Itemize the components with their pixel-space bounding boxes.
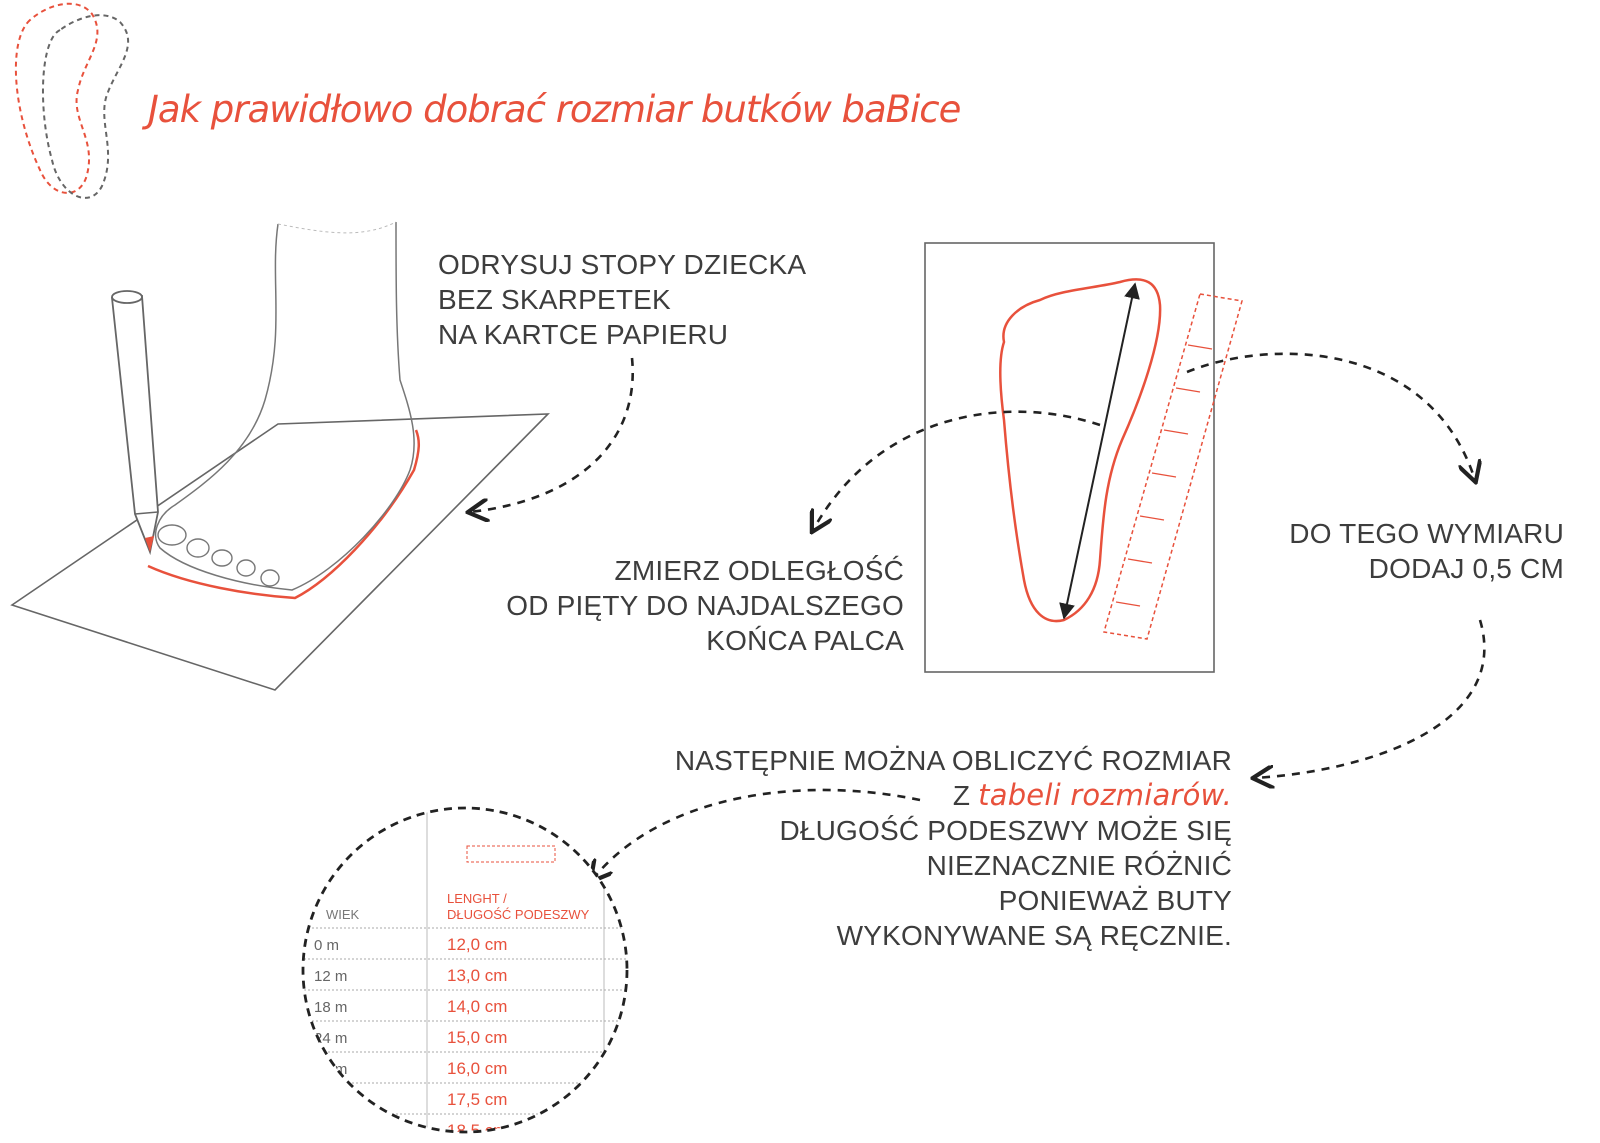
foot-icon xyxy=(154,221,415,591)
step2-line: KOŃCA PALCA xyxy=(706,625,904,656)
page-title: Jak prawidłowo dobrać rozmiar butków baB… xyxy=(148,88,961,131)
table-col-age: WIEK xyxy=(326,907,360,922)
footprint-outline xyxy=(998,278,1162,623)
pencil-icon xyxy=(111,290,159,556)
step4-line: DŁUGOŚĆ PODESZWY MOŻE SIĘ xyxy=(779,815,1232,846)
step1-line: NA KARTCE PAPIERU xyxy=(438,319,729,350)
step2-line: ZMIERZ ODLEGŁOŚĆ xyxy=(614,555,904,586)
table-cell-age: 12 m xyxy=(314,968,347,985)
table-cell-length: 16,0 cm xyxy=(447,1059,507,1078)
step4-prefix: Z xyxy=(952,780,979,811)
table-cell-length: 13,0 cm xyxy=(447,966,507,985)
step1-line: BEZ SKARPETEK xyxy=(438,284,671,315)
step3-text: DO TEGO WYMIARU DODAJ 0,5 CM xyxy=(1180,516,1564,586)
table-cell-length: 12,0 cm xyxy=(447,935,507,954)
step4-text: NASTĘPNIE MOŻNA OBLICZYĆ ROZMIAR Z tabel… xyxy=(600,743,1232,953)
step4-line: PONIEWAŻ BUTY xyxy=(998,885,1232,916)
table-cell-length: 17,5 cm xyxy=(447,1090,507,1109)
table-cell-age: 0 m xyxy=(314,937,339,954)
tracing-illustration xyxy=(10,221,550,691)
step4-line: NASTĘPNIE MOŻNA OBLICZYĆ ROZMIAR xyxy=(674,745,1232,776)
step3-line: DODAJ 0,5 CM xyxy=(1368,553,1564,584)
arrow-step3 xyxy=(1186,352,1475,480)
step1-text: ODRYSUJ STOPY DZIECKA BEZ SKARPETEK NA K… xyxy=(438,247,806,352)
table-col-length-1: LENGHT / xyxy=(447,891,507,906)
table-cell-length: 18,5 cm xyxy=(447,1121,507,1140)
arrow-step4 xyxy=(1255,619,1486,778)
table-cell-age: 18 m xyxy=(314,999,347,1016)
traced-outline xyxy=(147,429,420,600)
arrow-step1 xyxy=(470,357,635,512)
table-cell-length: 14,0 cm xyxy=(447,997,507,1016)
arrow-step5 xyxy=(592,788,921,880)
size-table-link[interactable]: tabeli rozmiarów xyxy=(978,778,1223,812)
step4-line: WYKONYWANE SĄ RĘCZNIE. xyxy=(836,920,1232,951)
step2-line: OD PIĘTY DO NAJDALSZEGO xyxy=(506,590,904,621)
ruler-icon xyxy=(1103,293,1243,640)
step3-line: DO TEGO WYMIARU xyxy=(1289,518,1564,549)
step2-text: ZMIERZ ODLEGŁOŚĆ OD PIĘTY DO NAJDALSZEGO… xyxy=(430,553,904,658)
step4-suffix: . xyxy=(1222,778,1232,812)
table-cell-length: 15,0 cm xyxy=(447,1028,507,1047)
step1-line: ODRYSUJ STOPY DZIECKA xyxy=(438,249,807,280)
footprint-logo-icon xyxy=(14,2,130,199)
step4-line: NIEZNACZNIE RÓŻNIĆ xyxy=(926,850,1232,881)
arrow-step2 xyxy=(813,410,1101,530)
step4-link-line: Z tabeli rozmiarów. xyxy=(600,778,1232,813)
flow-arrows xyxy=(470,352,1486,880)
table-col-length-2: DŁUGOŚĆ PODESZWY xyxy=(447,907,590,922)
measure-illustration xyxy=(924,242,1243,673)
size-table-lens: WIEK LENGHT / DŁUGOŚĆ PODESZWY 0 m 12,0 c… xyxy=(301,806,629,1140)
table-cell-age: 24 m xyxy=(314,1030,347,1047)
